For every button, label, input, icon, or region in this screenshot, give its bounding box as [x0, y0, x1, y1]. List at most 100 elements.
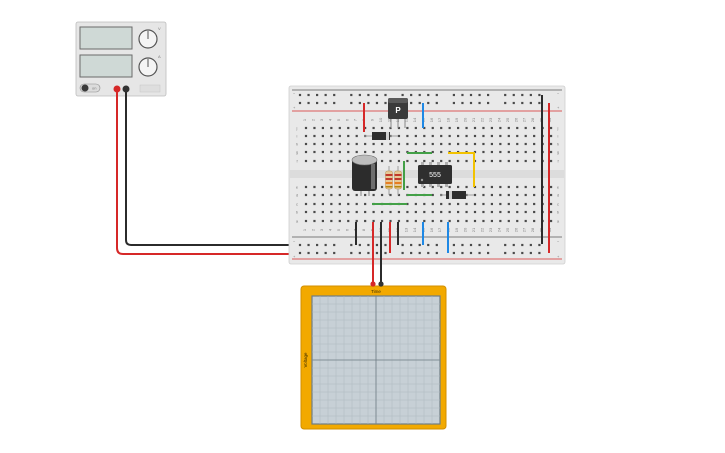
breadboard-rail-hole-3-6[interactable]: [350, 251, 353, 255]
breadboard-hole-top-1-0[interactable]: [304, 134, 308, 138]
breadboard-hole-top-3-6[interactable]: [355, 150, 358, 154]
breadboard-rail-hole-1-3[interactable]: [324, 101, 327, 105]
breadboard-hole-bottom-0-0[interactable]: [304, 185, 308, 189]
breadboard-hole-top-0-22[interactable]: [490, 126, 493, 130]
breadboard-hole-top-1-26[interactable]: [524, 134, 527, 138]
breadboard-hole-top-1-3[interactable]: [330, 134, 333, 138]
breadboard-hole-top-1-6[interactable]: [355, 134, 358, 138]
breadboard-hole-top-0-15[interactable]: [431, 126, 434, 130]
breadboard-hole-top-4-17[interactable]: [448, 159, 451, 163]
breadboard-hole-top-3-24[interactable]: [507, 150, 510, 154]
breadboard-rail-hole-0-14[interactable]: [418, 93, 421, 97]
breadboard-rail-hole-2-1[interactable]: [307, 243, 310, 247]
breadboard-rail-hole-1-0[interactable]: [298, 101, 302, 105]
breadboard-hole-top-2-26[interactable]: [524, 142, 527, 146]
breadboard-hole-top-1-18[interactable]: [457, 134, 460, 138]
breadboard-hole-top-4-22[interactable]: [490, 159, 493, 163]
breadboard-hole-top-3-21[interactable]: [482, 150, 485, 154]
breadboard-rail-hole-3-21[interactable]: [478, 251, 481, 255]
breadboard-hole-bottom-0-14[interactable]: [423, 185, 426, 189]
diode-top[interactable]: diode-icon: [364, 132, 398, 140]
breadboard-hole-top-0-2[interactable]: [321, 126, 324, 130]
breadboard-hole-top-1-29[interactable]: [549, 134, 553, 138]
breadboard-hole-bottom-2-1[interactable]: [313, 202, 316, 206]
negative-terminal[interactable]: [122, 85, 130, 93]
breadboard-rail-hole-2-16[interactable]: [435, 243, 438, 247]
breadboard-hole-bottom-4-2[interactable]: [321, 219, 324, 223]
breadboard-hole-bottom-3-5[interactable]: [347, 210, 350, 214]
breadboard-hole-top-0-25[interactable]: [516, 126, 519, 130]
breadboard-hole-bottom-1-29[interactable]: [549, 193, 553, 197]
breadboard-hole-bottom-3-23[interactable]: [499, 210, 502, 214]
breadboard-hole-bottom-2-22[interactable]: [490, 202, 493, 206]
breadboard-hole-bottom-1-21[interactable]: [482, 193, 485, 197]
breadboard-rail-hole-1-8[interactable]: [367, 101, 370, 105]
breadboard-hole-bottom-3-21[interactable]: [482, 210, 485, 214]
breadboard-hole-top-1-19[interactable]: [465, 134, 468, 138]
breadboard-rail-hole-1-28[interactable]: [538, 101, 541, 105]
breadboard-hole-bottom-2-3[interactable]: [330, 202, 333, 206]
breadboard-rail-hole-1-20[interactable]: [469, 101, 473, 105]
breadboard-hole-top-3-9[interactable]: [380, 150, 384, 154]
breadboard-hole-top-1-12[interactable]: [406, 134, 409, 138]
breadboard-hole-top-2-7[interactable]: [364, 142, 367, 146]
breadboard-hole-bottom-1-10[interactable]: [389, 193, 392, 197]
breadboard-hole-bottom-0-16[interactable]: [440, 185, 443, 189]
breadboard-rail-hole-0-13[interactable]: [410, 93, 413, 97]
breadboard-hole-bottom-1-7[interactable]: [364, 193, 367, 197]
breadboard-rail-hole-0-6[interactable]: [350, 93, 353, 97]
breadboard-hole-top-2-3[interactable]: [330, 142, 333, 146]
breadboard-hole-bottom-4-11[interactable]: [397, 219, 401, 223]
breadboard-hole-top-2-13[interactable]: [414, 142, 417, 146]
breadboard-hole-top-4-13[interactable]: [414, 159, 417, 163]
breadboard-rail-hole-0-12[interactable]: [401, 93, 404, 97]
breadboard-hole-top-2-20[interactable]: [473, 142, 477, 146]
positive-terminal[interactable]: [113, 85, 121, 93]
breadboard-hole-top-4-25[interactable]: [516, 159, 519, 163]
breadboard-hole-bottom-3-15[interactable]: [431, 210, 434, 214]
breadboard-hole-top-3-5[interactable]: [347, 150, 350, 154]
breadboard-rail-hole-2-0[interactable]: [298, 243, 302, 247]
breadboard-hole-bottom-0-5[interactable]: [347, 185, 350, 189]
breadboard-rail-hole-0-21[interactable]: [478, 93, 481, 97]
breadboard-hole-bottom-2-12[interactable]: [406, 202, 409, 206]
breadboard-hole-top-4-24[interactable]: [507, 159, 510, 163]
breadboard-hole-top-3-23[interactable]: [499, 150, 502, 154]
breadboard-hole-top-4-26[interactable]: [524, 159, 527, 163]
breadboard-rail-hole-3-26[interactable]: [521, 251, 524, 255]
breadboard-hole-top-2-14[interactable]: [423, 142, 426, 146]
breadboard-hole-bottom-2-14[interactable]: [423, 202, 426, 206]
breadboard-hole-bottom-0-27[interactable]: [533, 185, 536, 189]
breadboard-hole-top-1-14[interactable]: [423, 134, 426, 138]
breadboard-hole-bottom-4-9[interactable]: [380, 219, 384, 223]
breadboard-hole-top-4-12[interactable]: [406, 159, 409, 163]
breadboard-rail-hole-3-16[interactable]: [435, 251, 438, 255]
breadboard-hole-top-4-15[interactable]: [431, 159, 434, 163]
breadboard-rail-hole-0-22[interactable]: [487, 93, 490, 97]
breadboard-hole-top-3-10[interactable]: [389, 150, 392, 154]
breadboard-rail-hole-3-4[interactable]: [333, 251, 336, 255]
breadboard-hole-bottom-2-5[interactable]: [347, 202, 350, 206]
breadboard-hole-top-0-18[interactable]: [457, 126, 460, 130]
breadboard-rail-hole-2-13[interactable]: [410, 243, 413, 247]
breadboard-rail-hole-3-20[interactable]: [469, 251, 473, 255]
breadboard-hole-bottom-4-22[interactable]: [490, 219, 493, 223]
breadboard-hole-top-2-24[interactable]: [507, 142, 510, 146]
breadboard-hole-top-4-21[interactable]: [482, 159, 485, 163]
breadboard-hole-top-0-9[interactable]: [380, 126, 384, 130]
breadboard-hole-bottom-4-4[interactable]: [338, 219, 341, 223]
breadboard-hole-bottom-0-17[interactable]: [448, 185, 451, 189]
oscilloscope-probe-negative[interactable]: [378, 281, 384, 287]
breadboard-hole-bottom-4-3[interactable]: [330, 219, 333, 223]
breadboard-hole-top-2-29[interactable]: [549, 142, 553, 146]
breadboard-rail-hole-3-7[interactable]: [358, 251, 361, 255]
breadboard-hole-top-3-8[interactable]: [372, 150, 375, 154]
breadboard-hole-bottom-0-24[interactable]: [507, 185, 510, 189]
ic-555[interactable]: 555: [418, 162, 452, 187]
breadboard-rail-hole-1-25[interactable]: [512, 101, 515, 105]
breadboard-hole-bottom-1-4[interactable]: [338, 193, 341, 197]
breadboard-rail-hole-1-6[interactable]: [350, 101, 353, 105]
breadboard-hole-top-4-5[interactable]: [347, 159, 350, 163]
breadboard-hole-bottom-2-19[interactable]: [465, 202, 468, 206]
